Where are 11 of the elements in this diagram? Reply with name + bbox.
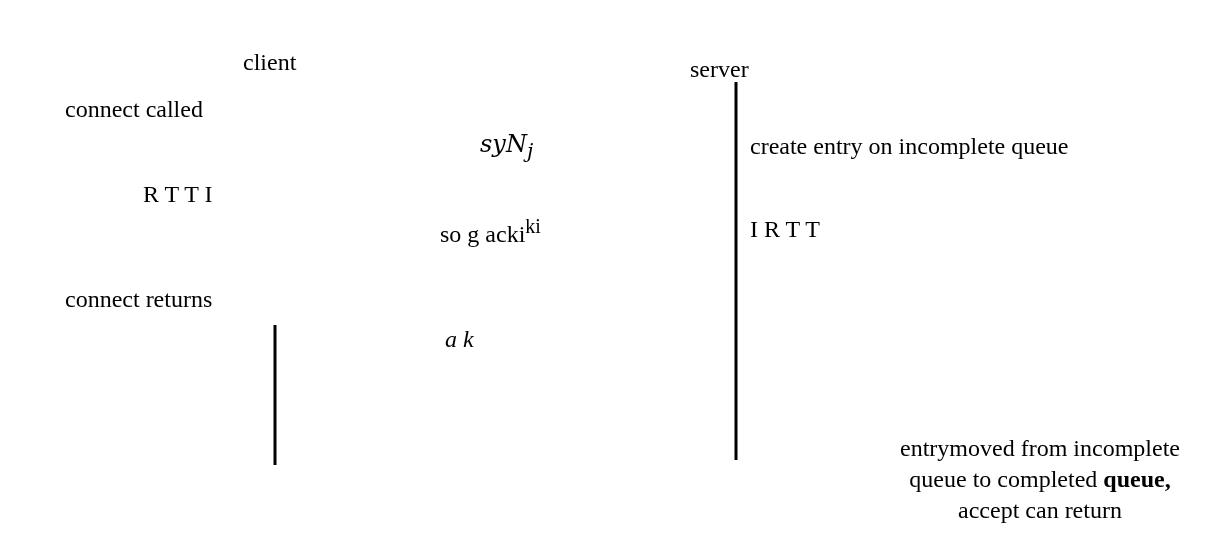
event-label: connect returns (65, 285, 213, 314)
interval-label: R T T I (143, 180, 213, 209)
interval-label: I R T T (750, 215, 821, 244)
event-label: connect called (65, 95, 203, 124)
message-label: a k (445, 325, 474, 354)
event-label: create entry on incomplete queue (750, 132, 1069, 161)
lane-title: server (690, 55, 749, 84)
message-label: syN$_{j}$ (480, 130, 534, 163)
lane-title: client (243, 48, 297, 77)
message-label: so g acki$^{ki}$ (440, 214, 541, 249)
note-text: entrymoved from incomplete queue to completed queue, accept can return (899, 434, 1181, 526)
